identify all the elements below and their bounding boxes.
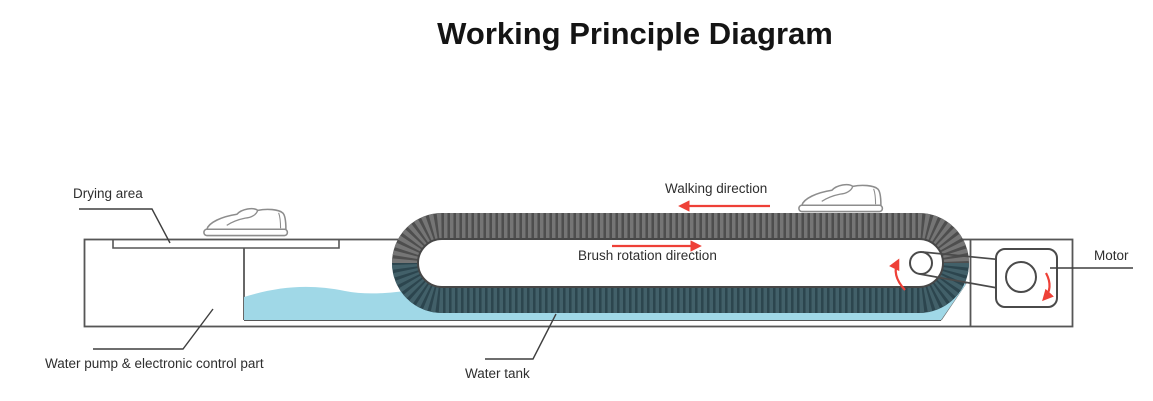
brush-bottom-bristles [392,262,969,313]
leader-lines [79,208,1133,360]
direction-arrows [612,200,1055,302]
water-pump-leader [93,308,214,350]
motor-rotation-arrow [1042,272,1055,302]
brush-top-bristles [392,213,969,264]
water-tank-leader [485,313,557,360]
motor-label: Motor [1094,248,1129,263]
water-tank-label: Water tank [465,366,530,381]
drive-train [909,248,1058,308]
page-title: Working Principle Diagram [437,16,833,51]
drying-platform [112,240,340,249]
brush-pulley [909,251,933,275]
shoe-icon [203,207,289,237]
motor-pulley [1005,261,1037,293]
water-pump-label: Water pump & electronic control part [45,356,264,371]
drying-area-label: Drying area [73,186,143,201]
pulley-rotation-arrow [889,258,906,291]
walking-direction-label: Walking direction [665,181,768,196]
brush-belt [392,213,969,313]
belt-loop [417,238,944,288]
shoe-icon [798,183,884,213]
brush-rotation-label: Brush rotation direction [578,248,717,263]
drying-area-leader [79,208,171,244]
